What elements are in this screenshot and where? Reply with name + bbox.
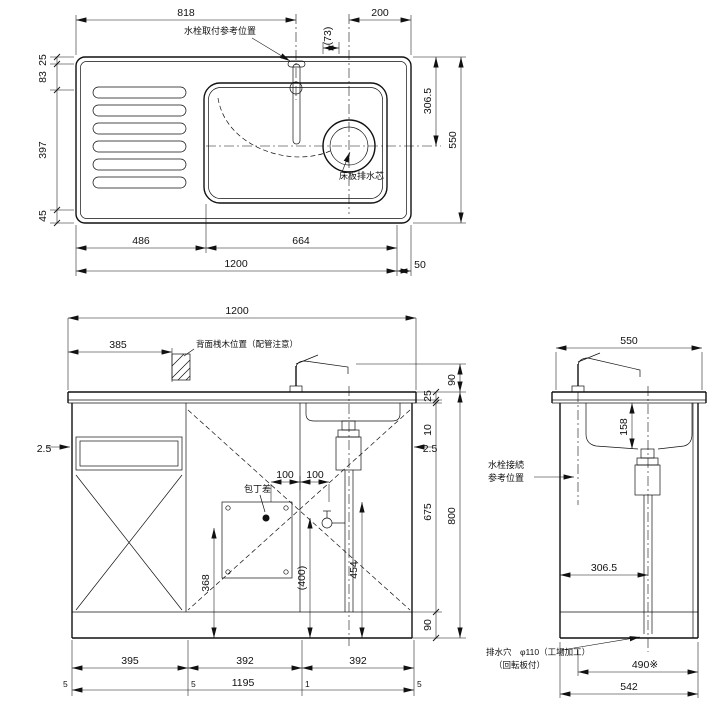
dim-818: 818 [177,7,195,19]
dim-395: 395 [121,655,139,667]
drawer-front [75,436,183,471]
dim-1: 1 [305,679,310,689]
drain-hole-label-1: 排水穴 φ110（工場加工） [486,647,590,657]
drainboard-slots [92,86,187,189]
dim-45: 45 [37,210,49,222]
left-door-swing [75,474,183,611]
faucet-position-label: 水栓取付参考位置 [184,25,256,36]
dim-2-5-left: 2.5 [37,443,52,455]
door-swing-dashed [187,409,411,611]
dim-5c: 5 [417,679,422,689]
dim-10-front: 10 [422,424,434,436]
dim-25-front: 25 [422,390,434,402]
counter-outline [75,56,412,224]
dim-2-5-right: 2.5 [423,443,438,455]
dim-200: 200 [371,7,389,19]
side-view: 550 158 [486,335,707,698]
dim-454: 454 [348,561,360,579]
dim-400: (400) [296,566,308,591]
faucet-front [289,354,349,393]
knife-holder-leader [259,494,266,513]
dim-73: (73) [322,27,334,46]
sink-bowl-plan [203,82,388,204]
counter-inner-edge [80,61,407,219]
dim-550: 550 [447,131,459,149]
dim-100-left: 100 [276,469,294,481]
dim-83: 83 [37,71,49,83]
dim-50: 50 [414,259,426,271]
side-countertop [551,391,707,404]
knife-holder [221,501,293,579]
dim-1195: 1195 [232,677,255,689]
dim-25: 25 [37,54,49,66]
front-sink-under [305,386,401,646]
dim-490: 490※ [632,659,658,671]
knife-holder-label: 包丁差 [244,483,271,494]
dim-158: 158 [618,418,630,436]
side-sink-bowl [585,386,693,652]
drain-hole-leader [561,636,641,651]
dim-90-bottom: 90 [422,619,434,631]
dim-90-top: 90 [446,374,458,386]
dim-397: 397 [37,141,49,159]
dim-306-5: 306.5 [422,88,434,114]
front-bottom-dims: 395 392 392 1195 5 5 1 5 [63,640,422,696]
dim-800: 800 [446,507,458,525]
side-cabinet [559,403,699,639]
dim-100-right: 100 [306,469,324,481]
back-rail-hatch [171,353,191,381]
drain-center-label: 床板排水芯 [339,170,384,181]
dim-368: 368 [200,574,212,592]
faucet-side [571,352,641,505]
dim-675: 675 [422,503,434,521]
faucet-plan [287,60,306,145]
dim-486: 486 [132,235,150,247]
dim-5b: 5 [191,679,196,689]
front-view: 包丁差 100 100 [37,305,466,696]
dim-5a: 5 [63,679,68,689]
back-rail-label: 背面桟木位置（配管注意） [196,339,298,349]
knife-holder-point [262,514,270,522]
side-dim-550: 550 [620,335,638,347]
left-chain-dims: 25 83 397 45 [37,53,74,227]
faucet-label-leader [251,37,291,62]
side-dim-306-5: 306.5 [591,562,617,574]
dim-385: 385 [109,339,127,351]
dim-664: 664 [292,235,310,247]
faucet-connection-label-2: 参考位置 [488,472,524,483]
front-countertop [67,391,417,404]
front-cabinet [71,403,413,639]
front-right-dims: 25 10 675 90 800 90 [356,363,466,642]
dim-392b: 392 [349,655,367,667]
front-dim-1200: 1200 [225,305,249,317]
faucet-connection-label-1: 水栓接続 [488,459,524,470]
dim-542: 542 [620,681,638,693]
dim-392a: 392 [236,655,254,667]
dim-1200: 1200 [224,258,248,270]
back-rail-leader [183,348,195,357]
drain-label-leader [341,151,351,173]
drain-hole-label-2: （回転板付） [494,660,545,670]
top-view: 818 200 (73) 水栓取付参考位置 床板排水芯 25 83 3 [37,7,466,276]
